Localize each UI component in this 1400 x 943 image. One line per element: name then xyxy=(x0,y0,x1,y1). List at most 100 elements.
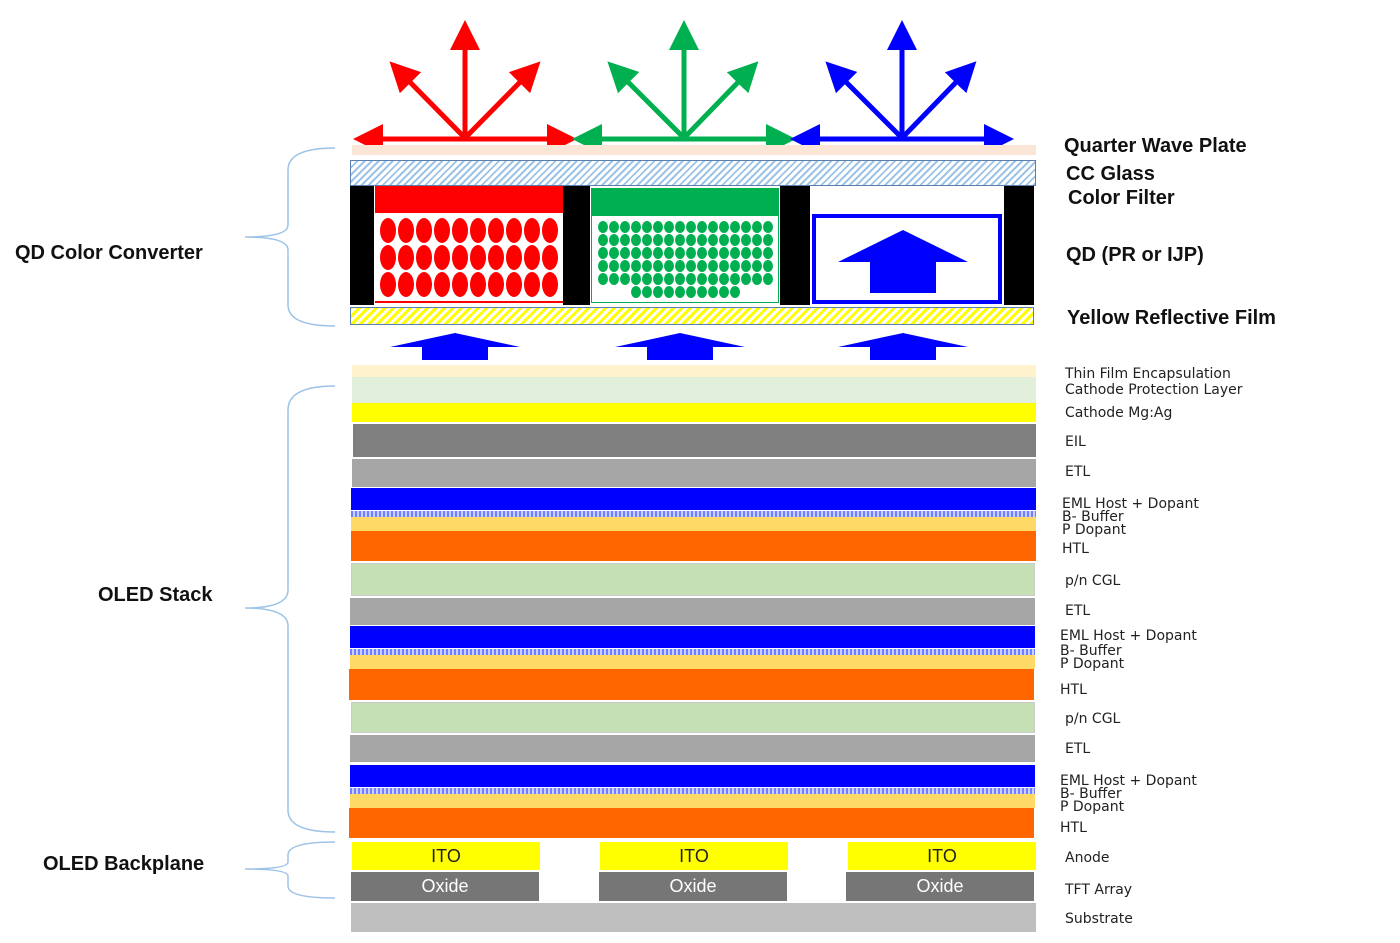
quantum-dot xyxy=(696,220,707,233)
quantum-dot xyxy=(630,272,641,285)
quantum-dot xyxy=(630,285,641,298)
quantum-dot xyxy=(641,233,652,246)
etl-layer xyxy=(350,735,1035,762)
quantum-dot xyxy=(762,220,773,233)
layer-label: EML Host + Dopant xyxy=(1060,628,1197,644)
quantum-dot xyxy=(751,233,762,246)
eml-layer xyxy=(351,488,1036,510)
p-dopant-layer xyxy=(351,517,1036,531)
quantum-dot xyxy=(434,217,450,243)
eml-layer xyxy=(350,626,1035,648)
quantum-dot xyxy=(488,244,504,270)
layer-label: ETL xyxy=(1065,464,1091,480)
layer-label: ETL xyxy=(1065,603,1091,619)
quantum-dot xyxy=(729,272,740,285)
quantum-dot xyxy=(685,285,696,298)
quantum-dot xyxy=(470,244,486,270)
quantum-dot xyxy=(751,272,762,285)
quantum-dot xyxy=(751,220,762,233)
quantum-dot xyxy=(630,246,641,259)
green-color-filter xyxy=(591,188,779,215)
oxide-tft: Oxide xyxy=(351,872,539,901)
quantum-dot xyxy=(608,220,619,233)
quantum-dot xyxy=(762,233,773,246)
quantum-dot xyxy=(707,220,718,233)
blue-oled-light-arrows xyxy=(390,230,968,360)
quantum-dot xyxy=(416,217,432,243)
quantum-dot xyxy=(641,246,652,259)
quantum-dot xyxy=(398,271,414,297)
quantum-dot xyxy=(641,220,652,233)
quantum-dot xyxy=(524,271,540,297)
qd-color-converter-label: QD Color Converter xyxy=(15,242,203,264)
quantum-dot xyxy=(398,217,414,243)
quantum-dot xyxy=(729,246,740,259)
quantum-dot xyxy=(597,246,608,259)
layer-label: Cathode Mg:Ag xyxy=(1065,405,1173,421)
quantum-dot xyxy=(380,217,396,243)
etl-layer xyxy=(352,459,1036,487)
quantum-dot xyxy=(416,244,432,270)
quantum-dot xyxy=(524,244,540,270)
braces xyxy=(244,147,336,899)
quantum-dot xyxy=(707,285,718,298)
quantum-dot xyxy=(663,246,674,259)
quantum-dot xyxy=(542,244,558,270)
quantum-dot xyxy=(452,271,468,297)
eml-layer xyxy=(350,765,1035,787)
quantum-dot xyxy=(663,233,674,246)
quantum-dot xyxy=(729,220,740,233)
quantum-dot xyxy=(619,233,630,246)
blue-scatter-layer xyxy=(812,214,1002,304)
blue-emission-arrows xyxy=(790,20,1014,154)
buffer-layer xyxy=(350,788,1035,794)
quantum-dot xyxy=(608,246,619,259)
p-dopant-layer xyxy=(350,655,1035,669)
quantum-dot xyxy=(718,259,729,272)
quantum-dot xyxy=(696,259,707,272)
buffer-layer xyxy=(351,511,1036,517)
quantum-dot xyxy=(663,220,674,233)
oled-stack-label: OLED Stack xyxy=(98,584,213,606)
cathode-layer xyxy=(352,403,1036,422)
layer-label: p/n CGL xyxy=(1065,573,1121,589)
tfe-layer xyxy=(352,365,1036,377)
quantum-dot xyxy=(696,272,707,285)
buffer-layer xyxy=(350,649,1035,655)
cpl-layer xyxy=(352,377,1036,403)
layer-label: ETL xyxy=(1065,741,1091,757)
quantum-dot xyxy=(524,217,540,243)
eil-layer xyxy=(353,424,1036,457)
black-matrix xyxy=(780,186,810,305)
quantum-dot xyxy=(470,271,486,297)
quantum-dot xyxy=(674,272,685,285)
htl-layer xyxy=(349,808,1034,838)
quantum-dot xyxy=(380,244,396,270)
cc-glass-label: CC Glass xyxy=(1066,163,1155,185)
quantum-dot xyxy=(707,259,718,272)
quantum-dot xyxy=(740,220,751,233)
layer-label: HTL xyxy=(1060,682,1087,698)
quantum-dot xyxy=(685,272,696,285)
quantum-dot xyxy=(608,233,619,246)
quantum-dot xyxy=(762,259,773,272)
layer-label: EML Host + Dopant xyxy=(1062,496,1199,512)
quantum-dot xyxy=(674,220,685,233)
quantum-dot xyxy=(619,272,630,285)
layer-label: EML Host + Dopant xyxy=(1060,773,1197,789)
quantum-dot xyxy=(718,285,729,298)
quantum-dot xyxy=(434,244,450,270)
quantum-dot xyxy=(506,244,522,270)
quantum-dot xyxy=(729,233,740,246)
substrate-layer xyxy=(351,903,1036,932)
quantum-dot xyxy=(696,233,707,246)
quantum-dot xyxy=(652,272,663,285)
quantum-dot xyxy=(542,217,558,243)
red-emission-arrows xyxy=(353,20,577,154)
quantum-dot xyxy=(762,246,773,259)
layer-label: HTL xyxy=(1062,541,1089,557)
quantum-dot xyxy=(597,233,608,246)
quantum-dot xyxy=(740,233,751,246)
